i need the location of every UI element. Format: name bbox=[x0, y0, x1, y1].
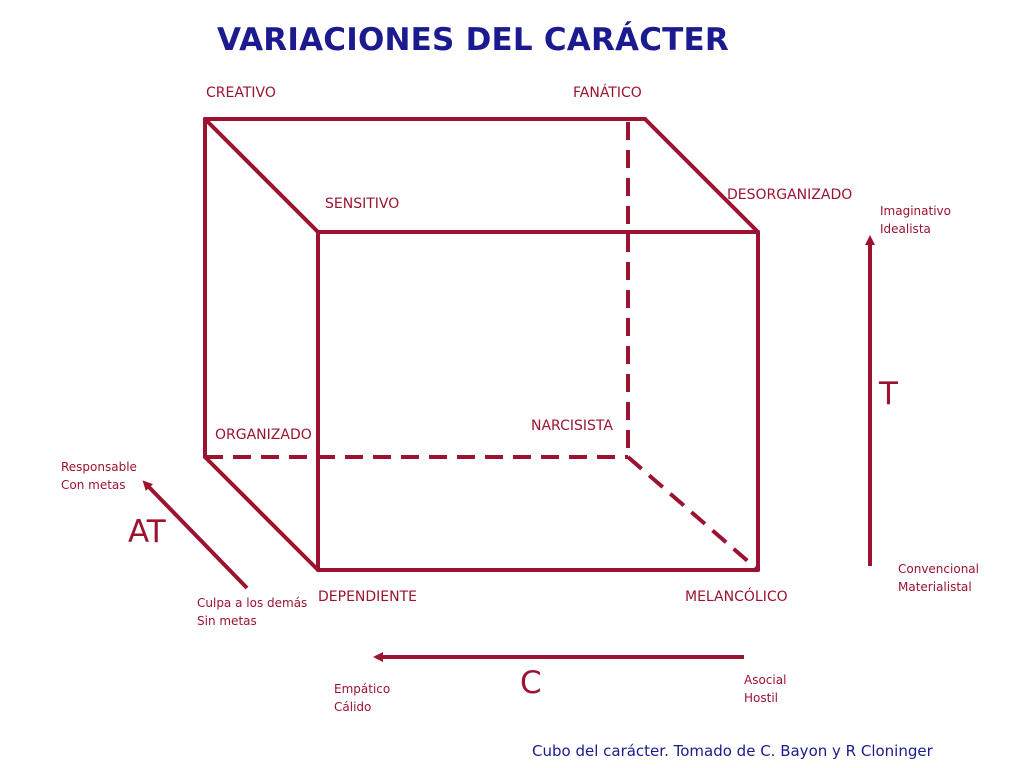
page-title: VARIACIONES DEL CARÁCTER bbox=[217, 22, 729, 58]
cube-edge-fanatico-desorganizado bbox=[643, 117, 760, 234]
vertex-label-dependiente: DEPENDIENTE bbox=[318, 589, 418, 605]
vertex-label-fanatico: FANÁTICO bbox=[573, 85, 642, 101]
cube-edge-creativo-sensitivo bbox=[203, 117, 320, 234]
T-axis-letter: T bbox=[879, 376, 898, 412]
vertex-label-melancolico: MELANCÓLICO bbox=[685, 589, 788, 605]
AT-axis-arrow bbox=[142, 480, 249, 590]
vertex-label-sensitivo: SENSITIVO bbox=[325, 196, 400, 212]
AT-axis-letter: AT bbox=[128, 514, 166, 550]
C-axis-letter: C bbox=[520, 665, 542, 701]
cube-hidden-edge-narcisista-melancolico bbox=[626, 455, 760, 572]
source-caption: Cubo del carácter. Tomado de C. Bayon y … bbox=[532, 742, 933, 760]
vertex-label-narcisista: NARCISISTA bbox=[531, 418, 613, 434]
vertex-label-creativo: CREATIVO bbox=[206, 85, 276, 101]
vertex-label-desorganizado: DESORGANIZADO bbox=[727, 187, 853, 203]
cube-edge-organizado-dependiente bbox=[203, 455, 320, 572]
vertex-label-organizado: ORGANIZADO bbox=[215, 427, 312, 443]
